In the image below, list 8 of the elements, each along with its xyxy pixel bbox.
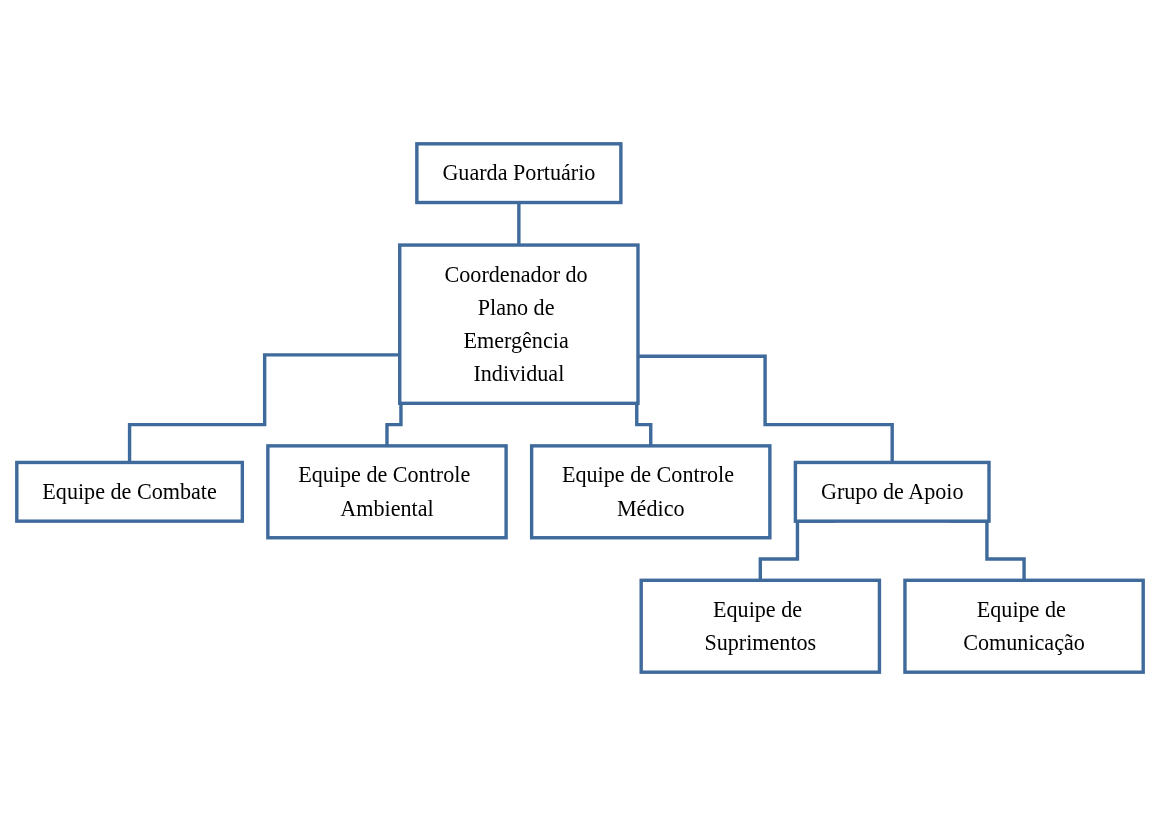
node-box: Coordenador do Plano de Emergência Individual [398, 242, 640, 405]
node-box: Guarda Portuário [415, 141, 623, 204]
node-box: Equipe de Comunicação [903, 578, 1145, 674]
node-box: Equipe de Controle Médico [529, 443, 772, 539]
node-box: Equipe de Controle Ambiental [266, 443, 508, 539]
node-box: Grupo de Apoio [793, 460, 991, 523]
node-box: Equipe de Suprimentos [639, 578, 882, 674]
node-box: Equipe de Combate [15, 460, 245, 523]
